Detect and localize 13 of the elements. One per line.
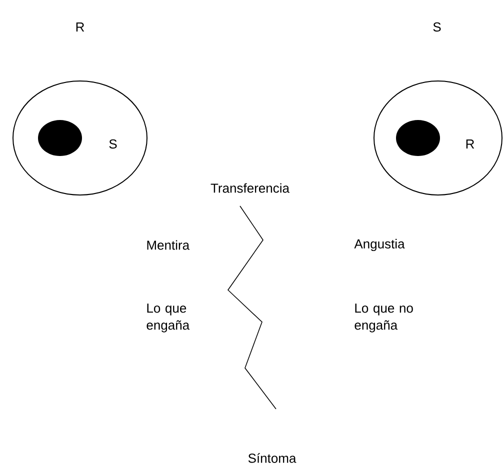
heading: S: [433, 22, 441, 32]
filled-dot: [38, 120, 82, 156]
word: Transferencia: [210, 183, 290, 193]
label: Lo que engaña: [146, 304, 190, 332]
label: Angustia: [354, 238, 405, 252]
label: Mentira: [147, 240, 190, 250]
letter: S: [109, 139, 117, 149]
label: Lo que no engaña: [354, 304, 413, 332]
word: Síntoma: [248, 453, 296, 463]
zigzag-line: [227, 206, 276, 410]
heading: R: [76, 22, 84, 32]
letter: R: [466, 140, 474, 148]
filled-dot: [396, 120, 440, 156]
